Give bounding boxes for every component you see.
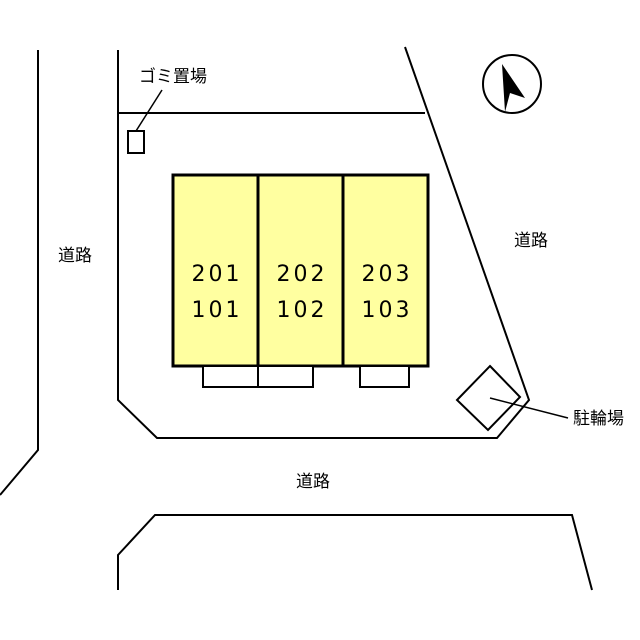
unit-number-upper: 203 — [362, 262, 413, 287]
garbage-area-leader — [135, 89, 163, 132]
north-arrow-icon — [482, 54, 542, 114]
road-label-south: 道路 — [296, 472, 330, 492]
balcony-1 — [202, 365, 259, 388]
unit-block-2: 202 102 — [277, 262, 328, 323]
unit-block-3: 203 103 — [362, 262, 413, 323]
balcony-2 — [257, 365, 314, 388]
road-label-east: 道路 — [514, 231, 548, 251]
unit-number-upper: 201 — [192, 262, 243, 287]
apartment-building: 201 101 202 102 203 103 — [171, 173, 430, 368]
garbage-area-label: ゴミ置場 — [139, 66, 207, 87]
unit-block-1: 201 101 — [192, 262, 243, 323]
balcony-3 — [359, 365, 410, 388]
unit-number-lower: 102 — [277, 298, 328, 323]
site-boundary — [117, 46, 531, 439]
bicycle-parking-leader — [489, 397, 569, 419]
road-edge-west — [0, 50, 39, 496]
unit-number-lower: 103 — [362, 298, 413, 323]
unit-number-lower: 101 — [192, 298, 243, 323]
garbage-area-box — [127, 130, 145, 154]
bicycle-parking-label: 駐輪場 — [573, 409, 624, 429]
road-edge-south — [117, 514, 593, 591]
unit-number-upper: 202 — [277, 262, 328, 287]
road-label-west: 道路 — [58, 246, 92, 266]
bicycle-parking-box — [455, 364, 522, 432]
